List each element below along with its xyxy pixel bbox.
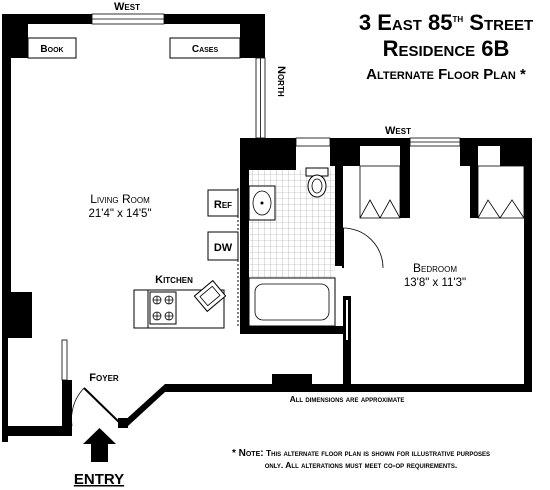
- title-line-1: 3 East 85th Street: [359, 10, 533, 35]
- windows: [91, 13, 461, 147]
- closet-walls: [400, 146, 478, 218]
- bathroom-door: [342, 227, 384, 269]
- note-approximate: All dimensions are approximate: [290, 394, 405, 404]
- kitchen-sink-icon: [193, 279, 227, 313]
- toilet-icon: [305, 167, 329, 198]
- bedroom-pocket-door: [346, 300, 348, 340]
- stove-icon: [149, 291, 177, 325]
- bath-sink-icon: [248, 185, 276, 221]
- entry-arrow-icon: [83, 428, 116, 462]
- bookcase-left: [27, 37, 77, 59]
- kitchen-ref-label: Ref: [214, 199, 232, 211]
- bedroom-name: Bedroom: [413, 261, 457, 275]
- entry-label: ENTRY: [74, 471, 124, 488]
- title-line-2: Residence 6B: [383, 36, 510, 61]
- foyer-closet: [61, 339, 68, 381]
- living-room-dims: 21'4" x 14'5": [88, 208, 151, 220]
- compass-west-bedroom: West: [385, 125, 411, 137]
- closet-doors: [359, 199, 525, 219]
- kitchen-name: Kitchen: [155, 274, 193, 286]
- kitchen-cabinets: [133, 189, 239, 329]
- note-line-2: only. All alterations must meet co-op re…: [265, 460, 457, 470]
- bookcase-label-left: Book: [40, 44, 63, 55]
- kitchen-dw-label: DW: [214, 242, 233, 254]
- bedroom-dims: 13'8" x 11'3": [404, 277, 466, 289]
- subtitle: Alternate Floor Plan *: [366, 66, 526, 83]
- foyer-name: Foyer: [89, 372, 119, 384]
- compass-north: North: [275, 66, 287, 97]
- bathtub-basin: [254, 283, 330, 321]
- bedroom-closets: [359, 165, 525, 219]
- entry-door: [71, 387, 122, 427]
- compass-west-top: West: [114, 1, 140, 13]
- bookcase-right: [169, 37, 241, 59]
- walls: [2, 14, 532, 442]
- living-room-name: Living Room: [90, 192, 150, 206]
- bookcase-label-right: Cases: [192, 44, 219, 55]
- note-line-1: * Note: This alternate floor plan is sho…: [232, 448, 490, 459]
